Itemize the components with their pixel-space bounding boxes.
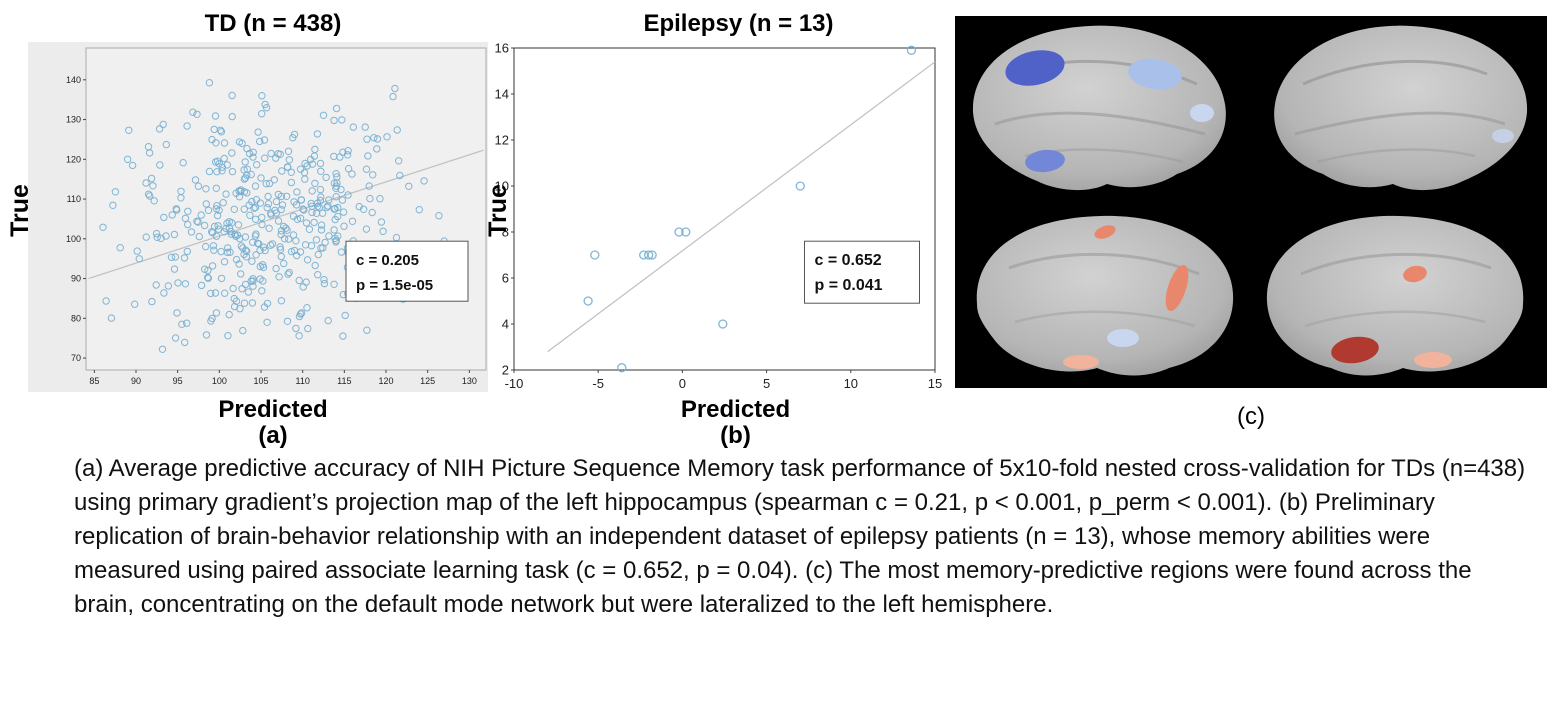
svg-text:140: 140 bbox=[66, 75, 81, 85]
svg-text:5: 5 bbox=[763, 376, 770, 391]
svg-text:6: 6 bbox=[502, 271, 509, 286]
brain-region-salmon-medial bbox=[1403, 265, 1427, 283]
svg-text:110: 110 bbox=[67, 194, 81, 204]
svg-text:115: 115 bbox=[337, 376, 351, 386]
panel-a-scatter-svg: 85 90 95 100 105 110 115 120 125 130 70 80 90 100 110 1… bbox=[28, 42, 490, 392]
svg-text:90: 90 bbox=[131, 376, 141, 386]
svg-text:100: 100 bbox=[66, 234, 81, 244]
brain-region-dark-red bbox=[1331, 336, 1379, 364]
brain-medial-left bbox=[976, 215, 1234, 376]
brain-region-pale-blue-small bbox=[1492, 129, 1514, 143]
svg-text:p = 1.5e-05: p = 1.5e-05 bbox=[356, 277, 433, 294]
panel-a-tag: (a) bbox=[258, 422, 288, 449]
sulcus-line bbox=[1014, 310, 1196, 328]
panel-b: Epilepsy (n = 13) True -10 -5 0 5 10 15 2 4 6 8 10… bbox=[484, 6, 943, 449]
svg-text:80: 80 bbox=[71, 313, 81, 323]
panel-c: (c) bbox=[955, 16, 1547, 430]
panel-c-tag: (c) bbox=[1237, 403, 1265, 430]
svg-text:85: 85 bbox=[89, 376, 99, 386]
sulcus-line bbox=[1302, 59, 1488, 86]
brain-region-frontal-dark-blue bbox=[1005, 50, 1065, 86]
sulcus-line bbox=[994, 111, 1206, 136]
brain-surface-maps bbox=[955, 16, 1547, 388]
svg-text:130: 130 bbox=[66, 115, 81, 125]
brain-lateral-left bbox=[972, 25, 1226, 191]
svg-text:0: 0 bbox=[679, 376, 686, 391]
brain-region-salmon-streak bbox=[1165, 265, 1189, 311]
svg-text:8: 8 bbox=[502, 225, 509, 240]
svg-text:10: 10 bbox=[844, 376, 858, 391]
sulcus-line bbox=[1316, 148, 1476, 164]
svg-text:15: 15 bbox=[928, 376, 942, 391]
brain-region-light-salmon-bottom bbox=[1063, 355, 1099, 369]
brain-region-temporal-medium-blue bbox=[1025, 149, 1065, 173]
panel-b-scatter-svg: -10 -5 0 5 10 15 2 4 6 8 10 12 14 16 c = 0.652 p = 0.04… bbox=[488, 41, 943, 392]
svg-text:c = 0.652: c = 0.652 bbox=[814, 252, 881, 269]
svg-text:110: 110 bbox=[295, 376, 309, 386]
svg-text:120: 120 bbox=[378, 376, 393, 386]
figure-caption: (a) Average predictive accuracy of NIH P… bbox=[74, 455, 1526, 618]
svg-text:95: 95 bbox=[173, 376, 183, 386]
panel-b-tag: (b) bbox=[720, 422, 751, 449]
svg-text:70: 70 bbox=[71, 353, 81, 363]
sulcus-line bbox=[1008, 252, 1200, 276]
panel-a-ylabel: True bbox=[5, 184, 34, 237]
panel-a-title: TD (n = 438) bbox=[204, 10, 342, 37]
brain-region-light-salmon-medial bbox=[1414, 352, 1452, 368]
sulcus-line bbox=[1294, 111, 1506, 136]
panel-a-xlabel: Predicted bbox=[218, 396, 328, 423]
svg-text:90: 90 bbox=[71, 274, 81, 284]
brain-region-salmon-top bbox=[1094, 225, 1116, 239]
panel-b-title: Epilepsy (n = 13) bbox=[643, 10, 834, 37]
svg-text:p = 0.041: p = 0.041 bbox=[814, 277, 882, 294]
svg-text:125: 125 bbox=[420, 376, 435, 386]
panel-b-xlabel: Predicted bbox=[680, 396, 791, 423]
svg-text:10: 10 bbox=[495, 179, 509, 194]
sulcus-line bbox=[1304, 310, 1486, 328]
svg-text:4: 4 bbox=[502, 317, 509, 332]
panel-b-scatter-chart: -10 -5 0 5 10 15 2 4 6 8 10 12 14 16 c = 0.652 p = 0.04… bbox=[488, 41, 943, 397]
brain-region-pale-blue-medial bbox=[1107, 329, 1139, 347]
panel-b-ylabel: True bbox=[483, 184, 512, 237]
svg-text:2: 2 bbox=[502, 363, 509, 378]
brain-medial-right bbox=[1266, 215, 1524, 376]
panel-a: TD (n = 438) True 85 90 95 100 105 110 115 120 1… bbox=[6, 6, 490, 449]
svg-text:14: 14 bbox=[495, 87, 509, 102]
sulcus-line bbox=[1300, 252, 1492, 276]
panel-a-scatter-chart: 85 90 95 100 105 110 115 120 125 130 70 80 90 100 110 1… bbox=[28, 42, 490, 397]
svg-text:12: 12 bbox=[495, 133, 509, 148]
svg-text:16: 16 bbox=[495, 42, 509, 56]
svg-text:105: 105 bbox=[253, 376, 268, 386]
svg-text:100: 100 bbox=[212, 376, 227, 386]
brain-region-parietal-light-blue bbox=[1128, 58, 1182, 90]
brain-region-occipital-pale-blue bbox=[1190, 104, 1214, 122]
svg-text:120: 120 bbox=[66, 154, 81, 164]
svg-text:-10: -10 bbox=[505, 376, 524, 391]
svg-text:130: 130 bbox=[462, 376, 477, 386]
svg-text:c = 0.205: c = 0.205 bbox=[356, 252, 419, 269]
svg-text:-5: -5 bbox=[592, 376, 604, 391]
brain-lateral-right bbox=[1274, 25, 1528, 191]
